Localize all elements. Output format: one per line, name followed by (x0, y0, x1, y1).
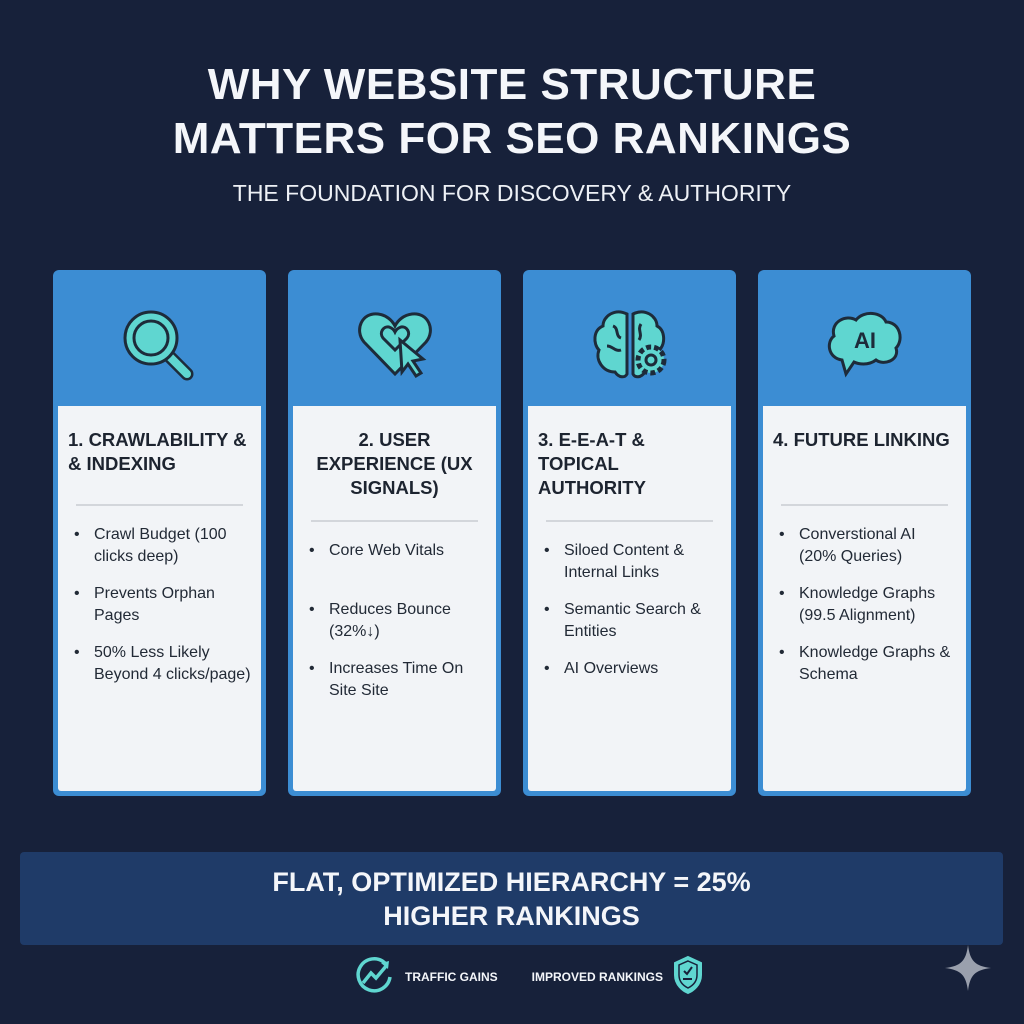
summary-banner: FLAT, OPTIMIZED HIERARCHY = 25% HIGHER R… (20, 852, 1003, 945)
bullet: Siloed Content & Internal Links (542, 540, 721, 584)
card-panel: 3. E-E-A-T & TOPICAL AUTHORITY Siloed Co… (528, 406, 731, 791)
trending-up-icon (355, 955, 395, 998)
divider (311, 520, 478, 522)
card-eeat: 3. E-E-A-T & TOPICAL AUTHORITY Siloed Co… (523, 270, 736, 796)
shield-icon (673, 955, 703, 998)
title-line-1: WHY WEBSITE STRUCTURE (207, 60, 817, 109)
divider (546, 520, 713, 522)
bullet: Crawl Budget (100 clicks deep) (72, 524, 251, 568)
card-future-linking: AI 4. FUTURE LINKING Converstional AI (2… (758, 270, 971, 796)
traffic-gains-label: TRAFFIC GAINS (405, 969, 498, 984)
footer-legend: TRAFFIC GAINS IMPROVED RANKINGS (355, 955, 703, 998)
card-title: 1. CRAWLABILITY & & INDEXING (68, 429, 247, 474)
brain-gear-icon (523, 302, 736, 392)
bullet: Prevents Orphan Pages (72, 583, 251, 627)
banner-line-2: HIGHER RANKINGS (383, 901, 640, 931)
bullet: Knowledge Graphs (99.5 Alignment) (777, 583, 956, 627)
bullet: Knowledge Graphs & Schema (777, 642, 956, 686)
card-crawlability: 1. CRAWLABILITY & & INDEXING Crawl Budge… (53, 270, 266, 796)
card-panel: 4. FUTURE LINKING Converstional AI (20% … (763, 406, 966, 791)
card-title: 3. E-E-A-T & TOPICAL AUTHORITY (538, 429, 646, 498)
title-line-2: MATTERS FOR SEO RANKINGS (172, 114, 852, 163)
card-user-experience: 2. USER EXPERIENCE (UX SIGNALS) Core Web… (288, 270, 501, 796)
bullet: Reduces Bounce (32%↓) (307, 599, 486, 643)
sparkle-icon (943, 943, 993, 998)
ai-icon-text: AI (854, 328, 876, 353)
bullet: Semantic Search & Entities (542, 599, 721, 643)
magnifier-icon (53, 302, 266, 392)
page-subtitle: THE FOUNDATION FOR DISCOVERY & AUTHORITY (232, 180, 792, 206)
card-panel: 2. USER EXPERIENCE (UX SIGNALS) Core Web… (293, 406, 496, 791)
bullet: Converstional AI (20% Queries) (777, 524, 956, 568)
page-title: WHY WEBSITE STRUCTURE MATTERS FOR SEO RA… (0, 58, 1024, 166)
improved-rankings-label: IMPROVED RANKINGS (531, 969, 664, 984)
banner-line-1: FLAT, OPTIMIZED HIERARCHY = 25% (272, 867, 751, 897)
divider (781, 504, 948, 506)
divider (76, 504, 243, 506)
card-title: 2. USER EXPERIENCE (UX SIGNALS) (316, 429, 473, 498)
bullet: 50% Less Likely Beyond 4 clicks/page) (72, 642, 251, 686)
card-panel: 1. CRAWLABILITY & & INDEXING Crawl Budge… (58, 406, 261, 791)
bullet: Core Web Vitals (307, 540, 486, 562)
bullet: Increases Time On Site Site (307, 658, 486, 702)
bullet: AI Overviews (542, 658, 721, 680)
heart-cursor-icon (288, 302, 501, 392)
card-title: 4. FUTURE LINKING (773, 429, 950, 450)
ai-chat-icon: AI (758, 302, 971, 392)
